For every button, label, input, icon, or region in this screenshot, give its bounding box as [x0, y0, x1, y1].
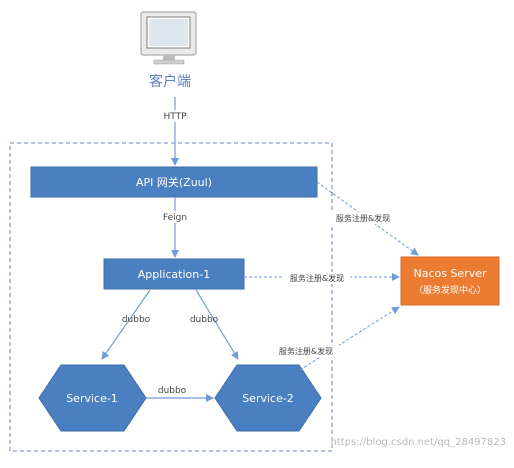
service-group-boundary	[9, 142, 333, 452]
client-label: 客户端	[149, 73, 191, 90]
api-gateway-label: API 网关(Zuul)	[136, 175, 212, 189]
service1-node: Service-1	[38, 364, 147, 432]
edge-label-dubbo-s1-s2: dubbo	[158, 386, 187, 396]
edge-application-to-service1	[101, 289, 151, 360]
client-node: 客户端	[140, 11, 197, 90]
service2-node: Service-2	[214, 364, 322, 432]
api-gateway-node: API 网关(Zuul)	[30, 166, 318, 198]
edge-label-http: HTTP	[163, 112, 187, 122]
nacos-server-subtitle: （服务发现中心）	[414, 284, 486, 296]
edge-application-to-service2	[195, 289, 239, 360]
watermark-url: https://blog.csdn.net/qq_28497823	[330, 437, 506, 448]
nacos-server-node: Nacos Server （服务发现中心）	[400, 256, 500, 306]
edge-service2-to-nacos	[299, 306, 400, 371]
edge-label-service2-nacos: 服务注册&发现	[279, 346, 333, 356]
edge-label-application-nacos: 服务注册&发现	[290, 273, 344, 283]
application-node: Application-1	[103, 258, 245, 290]
monitor-icon	[140, 11, 197, 65]
edge-label-feign: Feign	[163, 213, 187, 223]
application-label: Application-1	[138, 268, 210, 281]
nacos-server-title: Nacos Server	[413, 267, 487, 280]
edge-label-dubbo-app-s1: dubbo	[122, 315, 151, 325]
service2-label: Service-2	[242, 392, 294, 405]
edge-label-dubbo-app-s2: dubbo	[190, 315, 219, 325]
edge-label-gateway-nacos: 服务注册&发现	[336, 213, 390, 223]
service1-label: Service-1	[66, 392, 118, 405]
